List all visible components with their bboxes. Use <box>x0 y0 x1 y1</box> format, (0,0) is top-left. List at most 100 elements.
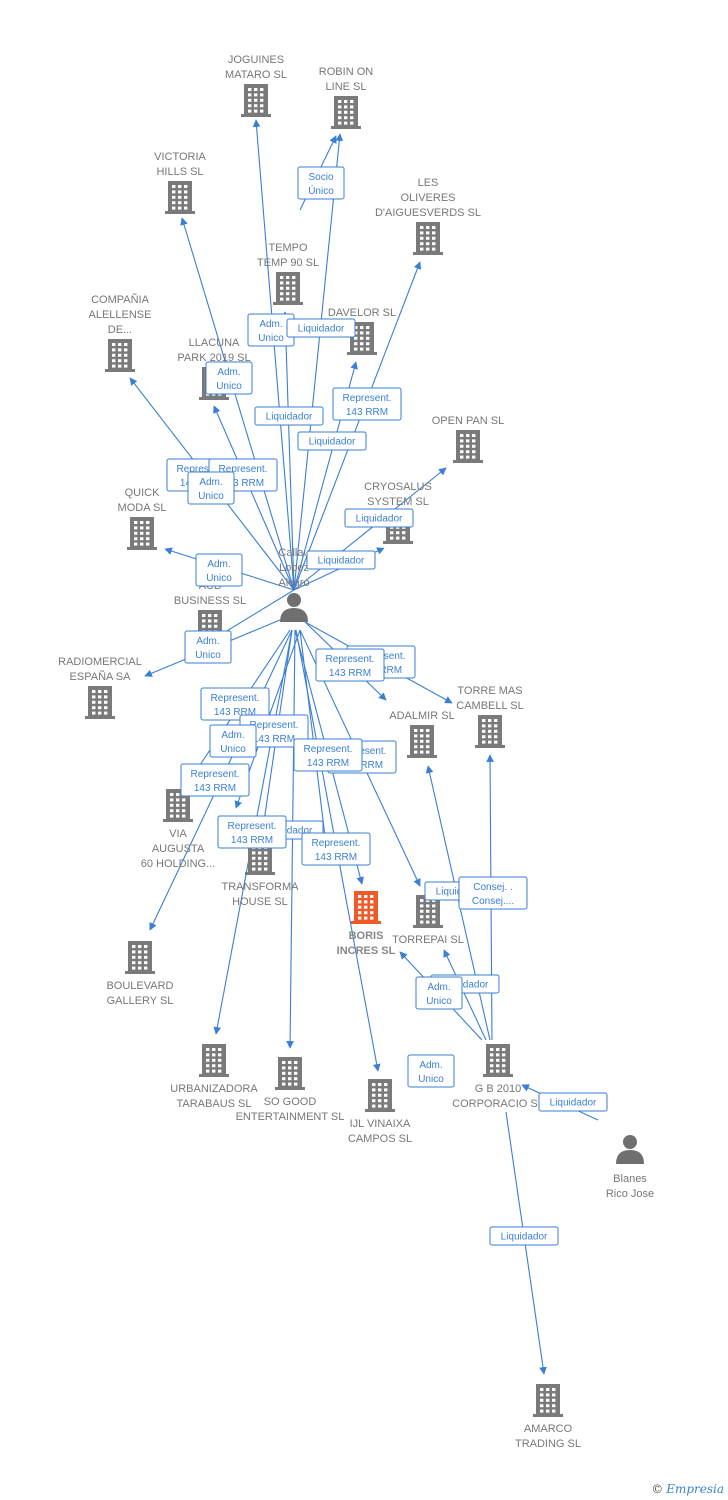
node-label: CAMBELL SL <box>456 700 523 712</box>
relation-label-text: Unico <box>198 491 224 502</box>
node-label: MATARO SL <box>225 69 287 81</box>
node-label: Blanes <box>613 1173 647 1185</box>
relation-label[interactable]: Represent.143 RRM <box>217 815 287 849</box>
node-label: ESPAÑA SA <box>70 670 132 683</box>
relation-label-text: Adm. <box>207 559 230 570</box>
building-icon <box>127 517 157 550</box>
building-icon <box>365 1079 395 1112</box>
relation-label-text: Unico <box>418 1074 444 1085</box>
company-node[interactable]: COMPAÑIAALELLENSEDE... <box>89 293 152 372</box>
node-label: VICTORIA <box>154 151 206 163</box>
relation-label-text: Adm. <box>427 982 450 993</box>
company-node[interactable]: URBANIZADORA TARABAUS SL <box>170 1044 258 1110</box>
relation-label[interactable]: Liquidador <box>344 508 414 528</box>
copyright-symbol: © <box>651 1482 664 1496</box>
relation-label-text: Unico <box>258 333 284 344</box>
node-label: BORIS <box>349 930 384 942</box>
relation-label[interactable]: Adm. Unico <box>247 313 295 347</box>
relation-label-text: Liquidador <box>356 514 403 525</box>
node-label: URBANIZADORA <box>170 1083 258 1095</box>
node-label: LES <box>418 177 439 189</box>
node-label: INCRES SL <box>337 945 396 957</box>
building-icon <box>331 96 361 129</box>
relation-label[interactable]: Liquidador <box>254 406 324 426</box>
node-label: ADALMIR SL <box>389 710 454 722</box>
node-label: QUICK <box>125 487 161 499</box>
relation-label[interactable]: Represent.143 RRM <box>315 648 385 682</box>
node-label: COMPAÑIA <box>91 293 150 306</box>
relation-label[interactable]: Represent. 143 RRM <box>239 714 309 748</box>
node-label: 60 HOLDING... <box>141 858 216 870</box>
relation-label[interactable]: Liquidador <box>286 318 356 338</box>
relation-label[interactable]: Adm. Unico <box>407 1054 455 1088</box>
node-label: TARABAUS SL <box>177 1098 252 1110</box>
relation-label[interactable]: Adm.Unico <box>184 630 232 664</box>
relation-label-text: Adm. <box>259 319 282 330</box>
relation-label[interactable]: Represent.143 RRM <box>180 763 250 797</box>
relation-label-text: Único <box>308 184 334 197</box>
relation-label-text: 143 RRM <box>253 734 295 745</box>
relation-label[interactable]: Liquidador <box>306 550 376 570</box>
relation-label[interactable]: Consej. .Consej.... <box>458 876 528 910</box>
relation-label[interactable]: Liquidador <box>538 1092 608 1112</box>
company-node[interactable]: OPEN PAN SL <box>432 415 505 463</box>
node-label: SO GOOD <box>264 1096 317 1108</box>
relation-label-text: Represent. <box>250 720 299 731</box>
relation-label-text: Represent. <box>228 821 277 832</box>
relation-label-text: 143 RRM <box>307 758 349 769</box>
relation-label-text: Consej.... <box>472 896 514 907</box>
relation-edge <box>293 133 344 591</box>
node-label: Rico Jose <box>606 1188 654 1200</box>
relation-edge <box>293 467 447 591</box>
node-label: CRYOSALUS <box>364 481 432 493</box>
relation-label[interactable]: Adm.Unico <box>205 361 253 395</box>
relation-label[interactable]: Liquidador <box>297 431 367 451</box>
relation-label[interactable]: Adm.Unico <box>209 724 257 758</box>
relation-edge <box>252 119 295 591</box>
relation-label-text: Adm. <box>419 1060 442 1071</box>
relation-label[interactable]: Represent.143 RRM <box>200 687 270 721</box>
company-node[interactable]: ADALMIR SL <box>389 710 455 758</box>
relation-label[interactable]: Represent.143 RRM <box>332 387 402 421</box>
node-label: TORREPAI SL <box>392 934 464 946</box>
relation-label[interactable]: Represent.143 RRM <box>301 832 371 866</box>
node-label: BOULEVARD <box>106 980 173 992</box>
building-icon <box>125 941 155 974</box>
node-label: SYSTEM SL <box>367 496 429 508</box>
building-icon <box>85 686 115 719</box>
relation-label[interactable]: Liquidador <box>489 1226 559 1246</box>
company-node[interactable]: DAVELOR SL <box>328 307 396 355</box>
relation-label-text: Socio <box>308 172 333 183</box>
node-label: BUSINESS SL <box>174 595 246 607</box>
relation-label[interactable]: Adm.Unico <box>415 976 463 1010</box>
relation-label[interactable]: Adm.Unico <box>195 553 243 587</box>
node-label: CORPORACIO SL <box>452 1098 544 1110</box>
brand-logo-text: Empresia <box>666 1482 724 1496</box>
relation-label[interactable]: Adm.Unico <box>187 471 235 505</box>
edge-labels-layer: SocioÚnicoAdm.UnicoLiquidadorAdm.UnicoRe… <box>166 166 608 1246</box>
focus-company-node[interactable]: BORIS INCRES SL <box>337 891 396 957</box>
person-icon <box>616 1135 644 1164</box>
relation-label[interactable]: Represent.143 RRM <box>293 738 363 772</box>
relation-label-text: Unico <box>216 381 242 392</box>
company-node[interactable]: TORREPAI SL <box>392 895 464 946</box>
